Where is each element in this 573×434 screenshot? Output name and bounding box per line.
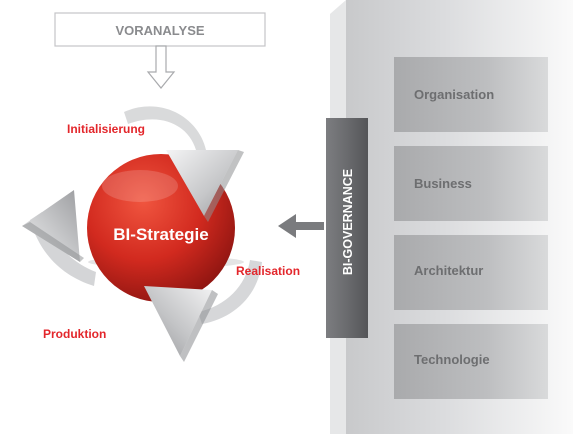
pillar-label-architektur: Architektur [414, 263, 483, 278]
strategy-label: BI-Strategie [113, 225, 208, 244]
pillar-label-organisation: Organisation [414, 87, 494, 102]
preanalysis-box: VORANALYSE [54, 12, 266, 47]
cycle-arrow-initialisierung [124, 106, 244, 222]
governance-bar: BI-GOVERNANCE [326, 118, 368, 338]
pillar-architektur: Architektur [394, 235, 548, 310]
governance-label: BI-GOVERNANCE [341, 169, 355, 275]
pillar-label-business: Business [414, 176, 472, 191]
pillar-label-technologie: Technologie [414, 352, 490, 367]
phase-label-initialisierung: Initialisierung [67, 122, 145, 136]
pillar-organisation: Organisation [394, 57, 548, 132]
phase-label-produktion: Produktion [43, 327, 106, 341]
cycle-arrow-produktion [22, 190, 96, 286]
governance-arrow [278, 214, 324, 238]
cycle-arrow-realisation [144, 260, 262, 362]
preanalysis-arrow [146, 45, 176, 89]
pillar-business: Business [394, 146, 548, 221]
pillar-technologie: Technologie [394, 324, 548, 399]
phase-label-realisation: Realisation [236, 264, 300, 278]
preanalysis-label: VORANALYSE [115, 23, 204, 38]
